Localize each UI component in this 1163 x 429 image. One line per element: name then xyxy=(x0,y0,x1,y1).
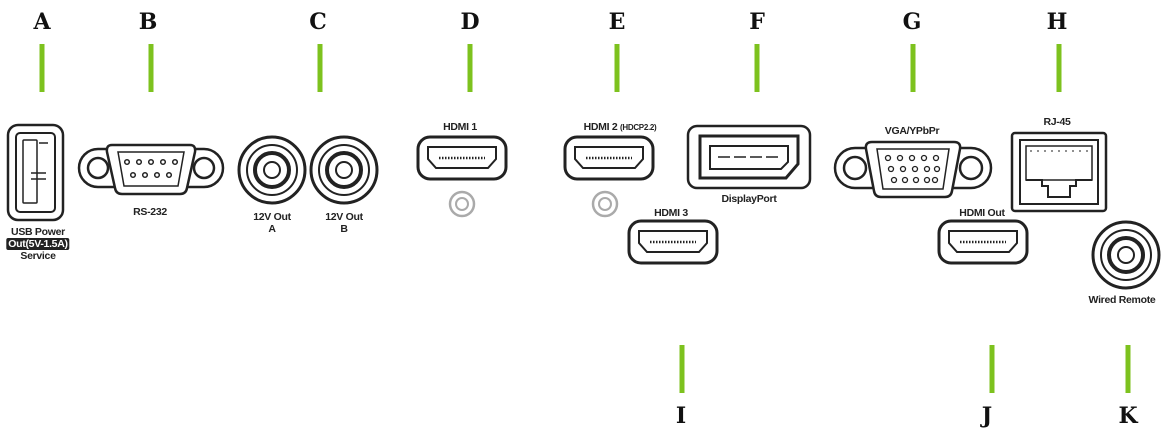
12v-out-b-label-line2: B xyxy=(340,223,348,235)
wired-remote-label: Wired Remote xyxy=(1088,294,1156,306)
rj45-port-icon xyxy=(1010,131,1108,213)
hdmi-out-label: HDMI Out xyxy=(959,207,1005,219)
12v-out-a-jack-icon xyxy=(237,135,307,205)
hdmi3-label: HDMI 3 xyxy=(654,207,688,219)
hdmi2-indicator-icon xyxy=(591,190,619,218)
hdmi1-indicator-icon xyxy=(448,190,476,218)
vga-port-icon xyxy=(833,140,993,199)
hdmi2-label-text: HDMI 2 xyxy=(583,121,618,133)
leader-line-b xyxy=(148,44,154,92)
vga-label: VGA/YPbPr xyxy=(884,125,940,137)
hdmi1-label: HDMI 1 xyxy=(443,121,477,133)
usb-label-line2: Out(5V-1.5A) xyxy=(6,238,70,250)
callout-letter-b: B xyxy=(138,9,158,35)
12v-out-a-label: 12V Out A xyxy=(253,211,291,235)
rs232-port-label: RS-232 xyxy=(133,206,167,218)
12v-out-b-label: 12V Out B xyxy=(325,211,363,235)
rj45-label: RJ-45 xyxy=(1043,116,1071,128)
callout-letter-d: D xyxy=(460,9,480,35)
hdmi2-label-note: (HDCP2.2) xyxy=(620,123,657,132)
callout-letter-k: K xyxy=(1118,403,1138,429)
leader-line-j xyxy=(989,345,995,393)
12v-out-a-label-line1: 12V Out xyxy=(253,211,291,223)
hdmi3-port-icon xyxy=(627,219,719,265)
leader-line-e xyxy=(614,44,620,92)
leader-line-a xyxy=(39,44,45,92)
usb-port-label: USB Power Out(5V-1.5A) Service xyxy=(6,226,70,262)
callout-letter-j: J xyxy=(981,403,993,429)
usb-port-icon xyxy=(6,123,65,222)
callout-letter-i: I xyxy=(675,403,687,429)
leader-line-k xyxy=(1125,345,1131,393)
usb-label-line3: Service xyxy=(20,250,56,262)
callout-letter-h: H xyxy=(1046,9,1068,35)
leader-line-h xyxy=(1056,44,1062,92)
hdmi2-label: HDMI 2 (HDCP2.2) xyxy=(584,121,657,134)
usb-label-line1: USB Power xyxy=(11,226,65,238)
displayport-port-icon xyxy=(686,124,812,190)
12v-out-a-label-line2: A xyxy=(268,223,276,235)
displayport-label: DisplayPort xyxy=(721,193,777,205)
leader-line-g xyxy=(910,44,916,92)
12v-out-b-jack-icon xyxy=(309,135,379,205)
rs232-port-icon xyxy=(77,143,225,196)
hdmi-out-port-icon xyxy=(937,219,1029,265)
callout-letter-f: F xyxy=(749,9,765,35)
wired-remote-jack-icon xyxy=(1091,220,1161,290)
callout-letter-g: G xyxy=(902,9,922,35)
12v-out-b-label-line1: 12V Out xyxy=(325,211,363,223)
callout-letter-c: C xyxy=(309,9,327,35)
hdmi1-port-icon xyxy=(416,135,508,181)
callout-letter-e: E xyxy=(608,9,626,35)
leader-line-c xyxy=(317,44,323,92)
leader-line-f xyxy=(754,44,760,92)
leader-line-i xyxy=(679,345,685,393)
callout-letter-a: A xyxy=(33,9,51,35)
hdmi2-port-icon xyxy=(563,135,655,181)
leader-line-d xyxy=(467,44,473,92)
